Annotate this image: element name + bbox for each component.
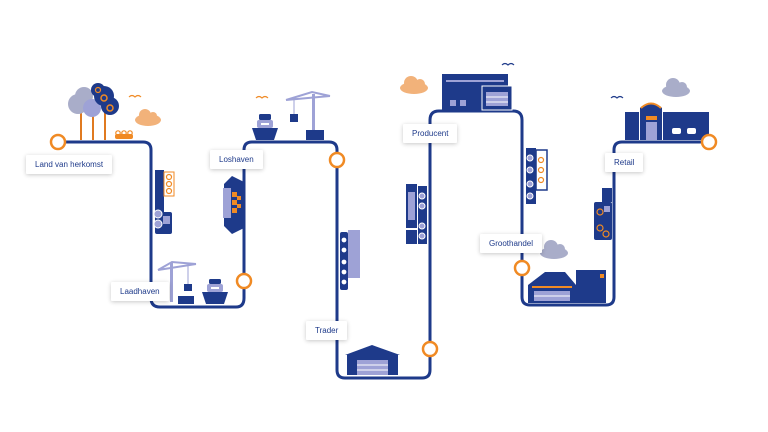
ship-icon bbox=[202, 279, 228, 304]
label-loading-port: Laadhaven bbox=[111, 282, 169, 301]
bird-icon bbox=[255, 95, 269, 99]
label-retail: Retail bbox=[605, 153, 644, 172]
bird-icon bbox=[501, 62, 515, 66]
label-trader: Trader bbox=[306, 321, 348, 340]
warehouse-icon bbox=[528, 270, 606, 303]
stop-unloading-port[interactable] bbox=[328, 151, 346, 169]
trees-icon bbox=[68, 83, 119, 140]
cloud-icon bbox=[400, 76, 428, 94]
truck-icon bbox=[526, 148, 548, 204]
stop-origin[interactable] bbox=[49, 133, 67, 151]
cart-icon bbox=[115, 130, 133, 139]
stop-loading-port[interactable] bbox=[235, 272, 253, 290]
ship-icon bbox=[223, 176, 244, 234]
truck-icon bbox=[594, 188, 612, 240]
stop-retail[interactable] bbox=[700, 133, 718, 151]
cloud-icon bbox=[540, 240, 568, 259]
truck-icon bbox=[406, 184, 427, 244]
stop-wholesale[interactable] bbox=[513, 259, 531, 277]
cloud-icon bbox=[662, 78, 690, 97]
label-wholesale: Groothandel bbox=[480, 234, 543, 253]
route-stops bbox=[49, 133, 718, 358]
train-icon bbox=[340, 230, 360, 290]
label-producer: Producent bbox=[403, 124, 458, 143]
bird-icon bbox=[610, 95, 624, 99]
label-origin: Land van herkomst bbox=[26, 155, 113, 174]
label-unloading-port: Loshaven bbox=[210, 150, 263, 169]
supply-route-line bbox=[58, 109, 708, 380]
warehouse-icon bbox=[345, 345, 400, 375]
ship-icon bbox=[252, 114, 278, 140]
truck-icon bbox=[153, 170, 175, 234]
stop-trader[interactable] bbox=[421, 340, 439, 358]
bird-icon bbox=[128, 94, 142, 98]
cloud-icon bbox=[135, 109, 161, 126]
crane-icon bbox=[157, 260, 197, 304]
crane-icon bbox=[285, 90, 331, 140]
store-icon bbox=[625, 102, 709, 140]
factory-icon bbox=[442, 74, 513, 111]
